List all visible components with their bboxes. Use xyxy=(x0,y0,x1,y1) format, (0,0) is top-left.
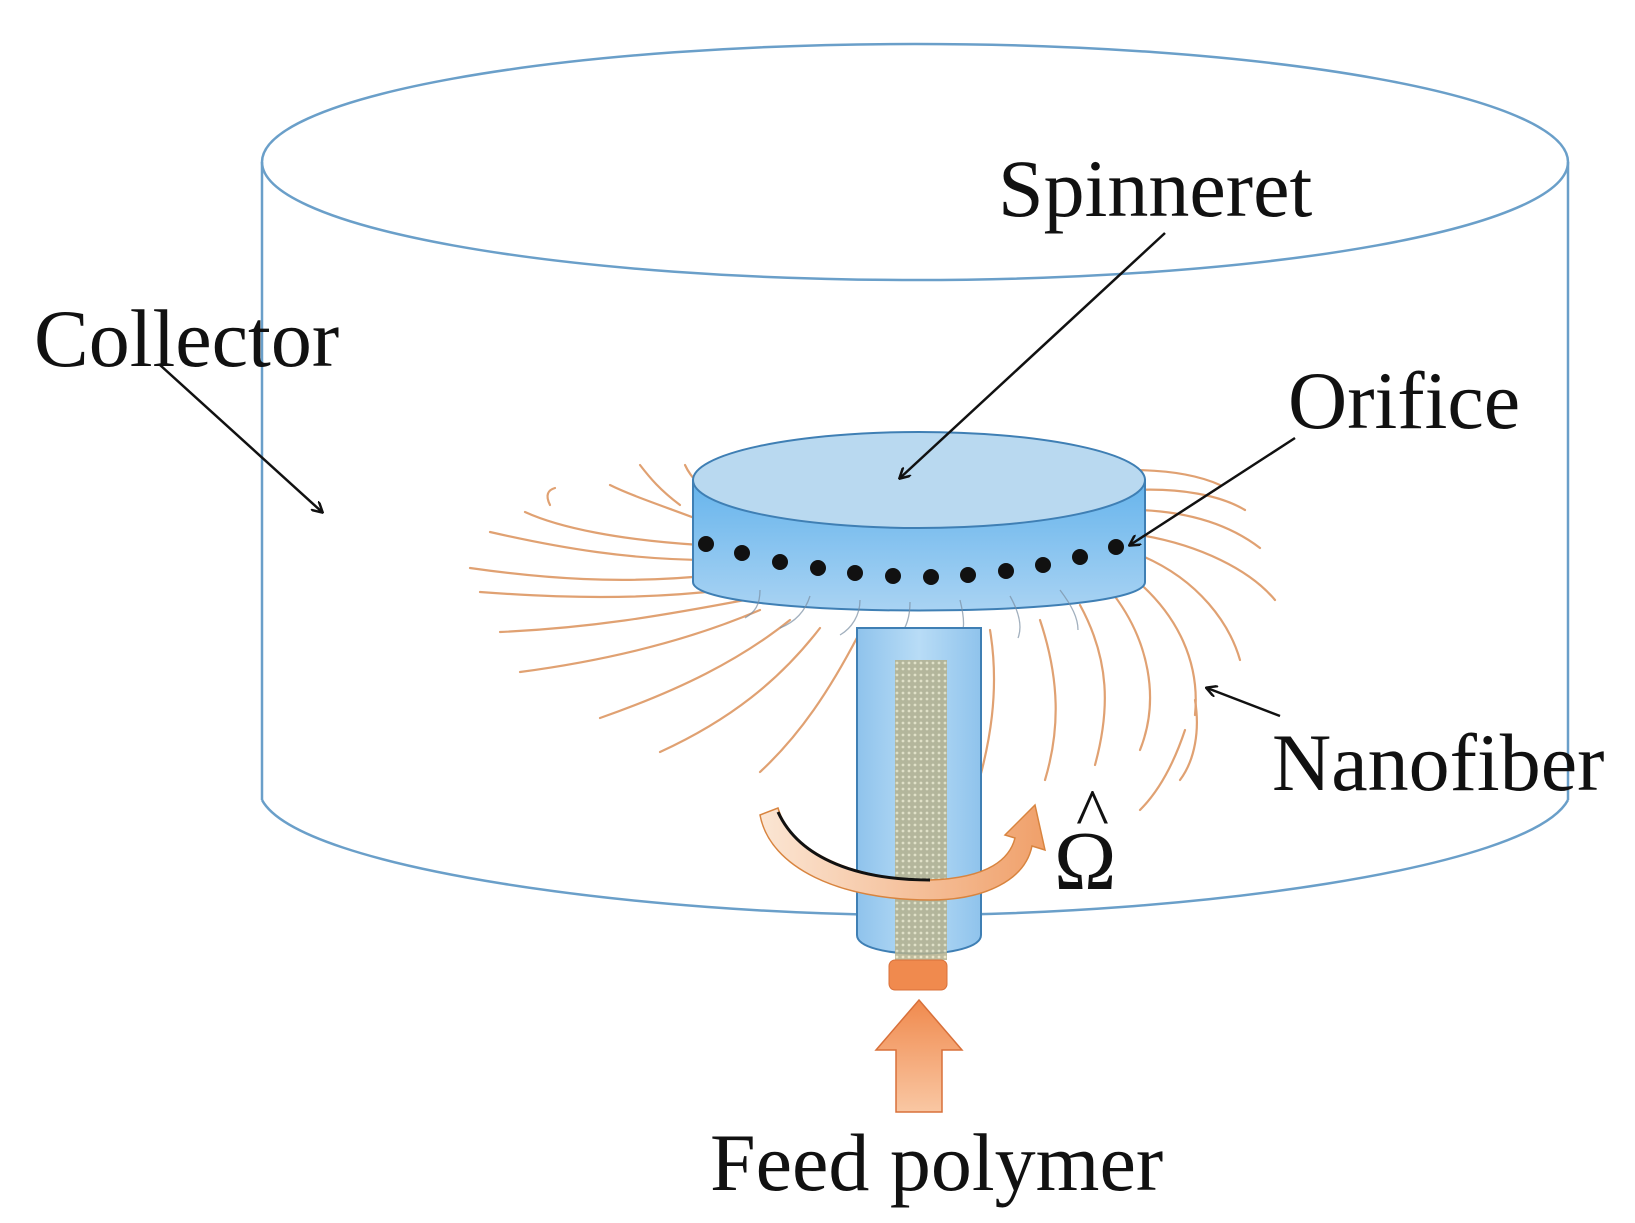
spinneret-top xyxy=(692,431,1146,529)
orifice-dot xyxy=(960,567,976,583)
collector-label: Collector xyxy=(34,293,340,384)
orifice-dot xyxy=(698,536,714,552)
orifices xyxy=(698,536,1124,585)
orifice-dot xyxy=(885,568,901,584)
orifice-dot xyxy=(1108,539,1124,555)
orifice-dot xyxy=(1072,549,1088,565)
feed-arrow xyxy=(874,998,964,1113)
nanofiber-label: Nanofiber xyxy=(1272,717,1605,808)
rotation-arrow xyxy=(759,803,1047,901)
collector-pointer xyxy=(159,364,322,512)
collector-top xyxy=(260,42,1570,282)
spinneret xyxy=(692,431,1146,612)
omega-label: Ω xyxy=(1054,815,1117,908)
feed-inlet xyxy=(888,959,948,991)
orifice-label: Orifice xyxy=(1288,355,1521,446)
orifice-dot xyxy=(734,545,750,561)
orifice-pointer xyxy=(1130,436,1296,545)
pointers xyxy=(159,232,1296,718)
orifice-dot xyxy=(1035,557,1051,573)
feed-channel xyxy=(895,660,947,960)
nanofiber-pointer xyxy=(1207,688,1281,718)
feed-polymer-label: Feed polymer xyxy=(710,1117,1164,1208)
spinneret-pointer xyxy=(900,232,1166,478)
omega-hat: ^ xyxy=(1076,776,1109,853)
orifice-dot xyxy=(998,563,1014,579)
orifice-dot xyxy=(810,560,826,576)
orifice-dot xyxy=(772,554,788,570)
orifice-dot xyxy=(847,565,863,581)
orifice-dot xyxy=(923,569,939,585)
spinneret-label: Spinneret xyxy=(998,143,1313,234)
shaft xyxy=(856,627,982,991)
